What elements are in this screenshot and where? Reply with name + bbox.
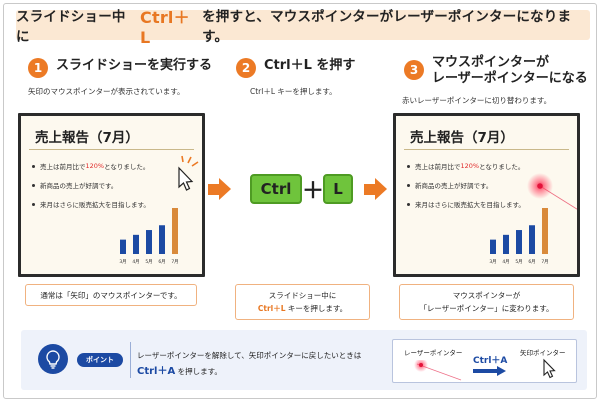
tip-text: レーザーポインターを解除して、矢印ポインターに戻したいときは Ctrl＋A を押… bbox=[137, 351, 362, 377]
bar-label-6月: 6月 bbox=[528, 259, 535, 265]
point-badge: ポイント bbox=[77, 353, 123, 367]
slide-bullet-2: 新商品の売上が好調です。 bbox=[407, 180, 492, 190]
tip-arrow-label: 矢印ポインター bbox=[520, 349, 566, 357]
bar-label-3月: 3月 bbox=[119, 259, 126, 265]
title-pre: スライドショー中に bbox=[16, 9, 126, 45]
bar-7月 bbox=[542, 208, 548, 254]
bar-group: 3月 4月 5月 6月 7月 bbox=[489, 208, 549, 265]
tip-ctrl-label: Ctrl＋A bbox=[473, 356, 508, 366]
tip-laser-label: レーザーポインター bbox=[404, 349, 463, 357]
tip-illustration: レーザーポインター Ctrl＋A 矢印ポインター bbox=[392, 339, 577, 383]
bar-label-4月: 4月 bbox=[502, 259, 509, 265]
slide-bullet-3: 来月はさらに販売拡大を目指します。 bbox=[407, 199, 525, 209]
tip-panel: ポイント レーザーポインターを解除して、矢印ポインターに戻したいときは Ctrl… bbox=[21, 330, 587, 390]
arrow-cursor-icon bbox=[543, 358, 556, 379]
note-press-keys: スライドショー中に Ctrl＋L キーを押します。 bbox=[235, 284, 370, 320]
bar-chart: 3月 4月 5月 6月 7月 bbox=[489, 208, 549, 265]
arrow-cursor-icon bbox=[178, 155, 199, 191]
bar-5月 bbox=[146, 230, 152, 254]
bar-3月 bbox=[490, 239, 496, 254]
bar-group: 3月 4月 5月 6月 7月 bbox=[119, 208, 179, 265]
step-3-heading: 3 マウスポインターが レーザーポインターになる bbox=[404, 55, 588, 87]
title-key: Ctrl＋L bbox=[140, 7, 190, 47]
bar-label-5月: 5月 bbox=[515, 259, 522, 265]
bar-6月 bbox=[529, 225, 535, 254]
plus-sign: ＋ bbox=[302, 179, 325, 204]
bar-label-7月: 7月 bbox=[541, 259, 548, 265]
bar-label-6月: 6月 bbox=[158, 259, 165, 265]
step-3-number: 3 bbox=[404, 60, 424, 80]
slide-divider bbox=[29, 149, 194, 150]
lightbulb-icon bbox=[38, 344, 68, 374]
step-1-number: 1 bbox=[28, 58, 48, 78]
guide-frame: スライドショー中に Ctrl＋L を押すと、マウスポインターがレーザーポインター… bbox=[3, 3, 597, 399]
slide-divider bbox=[404, 149, 569, 150]
title-post: を押すと、マウスポインターがレーザーポインターになります。 bbox=[202, 9, 572, 45]
bar-label-3月: 3月 bbox=[489, 259, 496, 265]
step-2-number: 2 bbox=[236, 58, 256, 78]
arrow-right-icon bbox=[473, 366, 506, 376]
note-normal-pointer: 通常は「矢印」のマウスポインターです。 bbox=[25, 284, 197, 306]
step-1-desc: 矢印のマウスポインターが表示されています。 bbox=[28, 87, 185, 96]
bar-4月 bbox=[133, 234, 139, 254]
bar-label-4月: 4月 bbox=[132, 259, 139, 265]
step-2-heading: 2 Ctrl＋L を押す bbox=[236, 58, 355, 78]
step-1-heading: 1 スライドショーを実行する bbox=[28, 58, 212, 78]
step-3-label: マウスポインターが レーザーポインターになる bbox=[432, 55, 588, 87]
step-2-desc: Ctrl＋L キーを押します。 bbox=[250, 87, 337, 96]
bar-label-5月: 5月 bbox=[145, 259, 152, 265]
bar-4月 bbox=[503, 234, 509, 254]
note-laser-pointer: マウスポインターが 「レーザーポインター」に変わります。 bbox=[399, 284, 574, 320]
title-banner: スライドショー中に Ctrl＋L を押すと、マウスポインターがレーザーポインター… bbox=[16, 8, 590, 47]
step-3-label-line1: マウスポインターが bbox=[432, 55, 550, 70]
slide-bullet-3: 来月はさらに販売拡大を目指します。 bbox=[32, 199, 150, 209]
bar-chart: 3月 4月 5月 6月 7月 bbox=[119, 208, 179, 265]
slide-bullet-2: 新商品の売上が好調です。 bbox=[32, 180, 117, 190]
bar-7月 bbox=[172, 208, 178, 254]
step-3-desc: 赤いレーザーポインターに切り替わります。 bbox=[402, 96, 552, 105]
slide-title: 売上報告（7月） bbox=[35, 130, 139, 146]
slide-title: 売上報告（7月） bbox=[410, 130, 514, 146]
laser-pointer-icon bbox=[414, 360, 462, 381]
l-key: L bbox=[323, 174, 353, 204]
laser-pointer-icon bbox=[527, 173, 577, 210]
tip-divider bbox=[130, 342, 131, 378]
step-1-label: スライドショーを実行する bbox=[56, 58, 213, 73]
bar-6月 bbox=[159, 225, 165, 254]
bar-3月 bbox=[120, 239, 126, 254]
bar-5月 bbox=[516, 230, 522, 254]
step-3-label-line2: レーザーポインターになる bbox=[432, 71, 588, 86]
bar-label-7月: 7月 bbox=[171, 259, 178, 265]
step-2-label: Ctrl＋L を押す bbox=[264, 58, 356, 73]
ctrl-key: Ctrl bbox=[250, 174, 302, 204]
